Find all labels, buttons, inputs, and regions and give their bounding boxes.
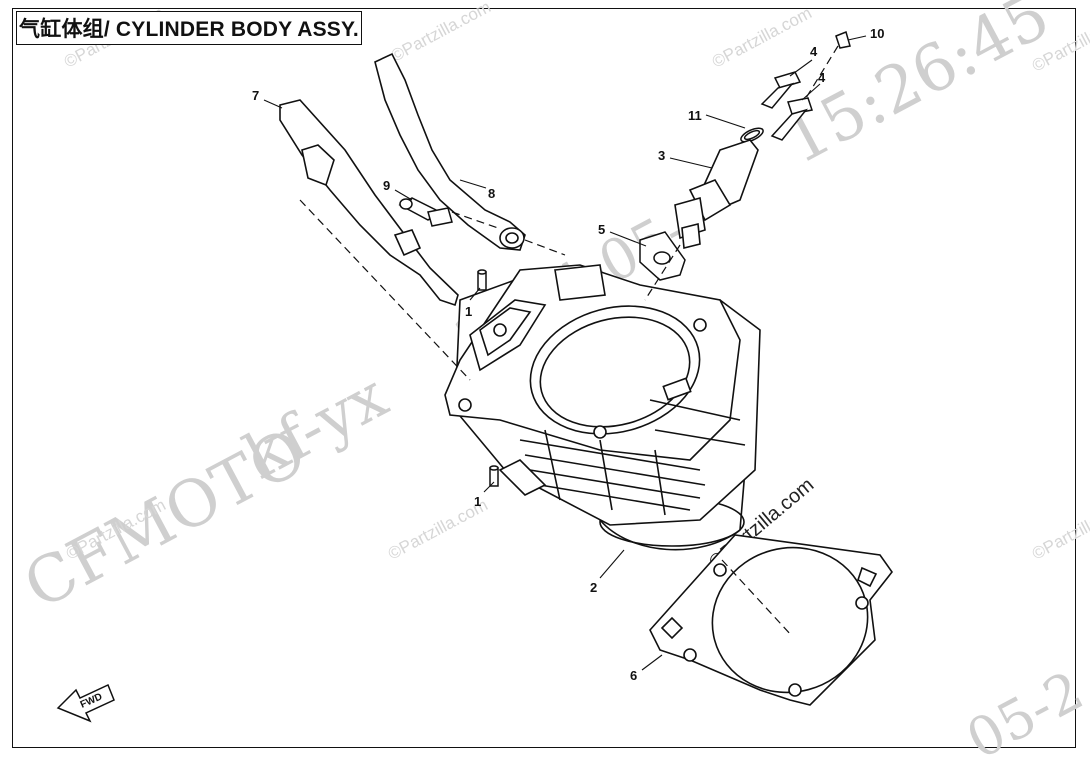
part-base-gasket (649, 534, 893, 706)
part-pivot-bolt (398, 197, 453, 227)
part-bolt-4-lower (770, 97, 813, 141)
callout-label: 3 (658, 148, 665, 163)
callout-label: 4 (810, 44, 818, 59)
fwd-arrow-icon: FWD (56, 683, 115, 723)
leader-lines (263, 35, 867, 671)
callout-label: 5 (598, 222, 605, 237)
part-dowel-pin-lower (489, 465, 499, 487)
part-o-ring (740, 127, 764, 143)
watermark-site: ©Partzilla.com (709, 3, 815, 71)
callout-label: 10 (870, 26, 884, 41)
part-tensioner-guide (374, 52, 526, 251)
part-tensioner-gasket (639, 231, 686, 281)
diagram-title: 气缸体组/ CYLINDER BODY ASSY. (19, 18, 359, 41)
part-chain-guide (279, 99, 459, 307)
part-dowel-pin-upper (477, 269, 487, 291)
watermark-corner-fragment: 05-2 (957, 659, 1090, 760)
callout-label: 9 (383, 178, 390, 193)
callout-label: 1 (474, 494, 481, 509)
callout-label: 7 (252, 88, 259, 103)
alignment-lines (299, 45, 839, 637)
diagram-frame (12, 8, 1076, 748)
part-bolt-4-upper (760, 71, 802, 109)
part-cylinder-body (444, 264, 761, 551)
watermark-time: 15:26:45 (773, 0, 1062, 179)
callouts: 1 1 2 3 4 4 5 6 7 8 9 10 11 (252, 26, 884, 683)
watermark-code: kf-yx (233, 359, 399, 494)
callout-label: 1 (465, 304, 472, 319)
part-bolt-10 (835, 30, 851, 49)
callout-label: 4 (818, 70, 826, 85)
part-chain-tensioner (674, 139, 759, 250)
callout-label: 11 (688, 108, 702, 123)
callout-label: 6 (630, 668, 637, 683)
title-box: 气缸体组/ CYLINDER BODY ASSY. (16, 11, 362, 45)
callout-label: 8 (488, 186, 495, 201)
callout-label: 2 (590, 580, 597, 595)
watermark-site: ©Partzilla.com (1029, 495, 1090, 563)
watermark-site: ©Partzilla.com (388, 0, 494, 66)
